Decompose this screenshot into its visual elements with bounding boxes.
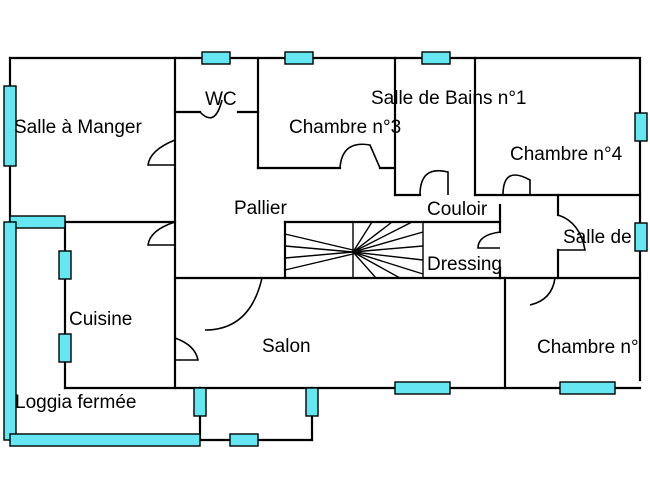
room-labels: Salle à Manger WC Chambre n°3 Salle de B…	[14, 88, 639, 413]
door-chambre-3	[339, 143, 381, 169]
windows	[3, 51, 648, 447]
window-marker	[193, 387, 207, 417]
label-salle-de: Salle de	[563, 227, 632, 248]
door-dressing	[477, 231, 501, 249]
window-marker	[58, 250, 72, 280]
label-dressing: Dressing	[427, 254, 502, 275]
door-salle-de	[557, 214, 586, 251]
label-wc: WC	[205, 89, 237, 110]
door-cuisine-lower	[174, 337, 199, 361]
window-marker	[201, 51, 231, 65]
label-loggia: Loggia fermée	[15, 392, 136, 413]
label-pallier: Pallier	[234, 198, 287, 219]
window-marker	[305, 387, 319, 417]
doors	[147, 99, 586, 361]
spiral-staircase	[284, 221, 424, 279]
label-chambre-4: Chambre n°4	[510, 144, 623, 165]
label-couloir: Couloir	[427, 199, 488, 220]
window-marker	[394, 381, 451, 395]
door-salon	[204, 277, 263, 331]
window-marker	[58, 333, 72, 363]
window-marker	[284, 51, 314, 65]
label-salle-a-manger: Salle à Manger	[14, 117, 142, 138]
window-marker	[634, 222, 648, 252]
door-cuisine	[147, 221, 176, 246]
door-chambre-n	[529, 277, 556, 306]
window-marker	[9, 215, 66, 229]
door-salle-de-bains	[419, 170, 449, 196]
window-marker	[634, 112, 648, 142]
door-wc	[199, 99, 223, 119]
door-salle-a-manger	[147, 139, 176, 166]
label-salle-de-bains-1: Salle de Bains n°1	[371, 88, 526, 109]
window-marker	[229, 433, 259, 447]
window-marker	[559, 381, 616, 395]
label-chambre-3: Chambre n°3	[289, 117, 401, 138]
window-marker	[421, 51, 451, 65]
window-marker	[3, 85, 17, 167]
label-cuisine: Cuisine	[69, 309, 132, 330]
window-marker	[9, 433, 201, 447]
door-chambre-4	[502, 174, 531, 196]
label-chambre-n: Chambre n°	[537, 337, 639, 358]
label-salon: Salon	[262, 336, 311, 357]
